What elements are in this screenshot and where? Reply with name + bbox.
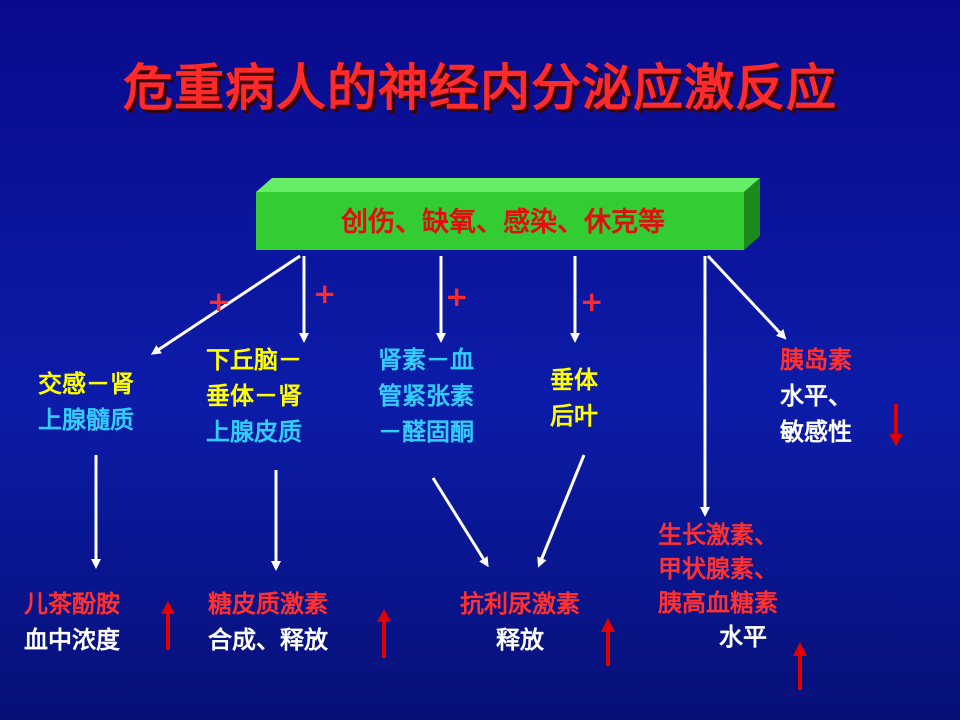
- node-insulin: 胰岛素 水平、 敏感性: [780, 342, 852, 450]
- plus-sign: +: [207, 285, 231, 318]
- plus-sign: +: [445, 280, 469, 313]
- node-line: 下丘脑－: [206, 346, 302, 374]
- up-arrow-icon: [793, 642, 807, 690]
- node-line: 交感－肾: [38, 370, 134, 398]
- arrow-to-sympathetic: [150, 254, 301, 355]
- outcome-line: 生长激素、: [658, 521, 778, 549]
- node-hpa: 下丘脑－ 垂体－肾 上腺皮质: [206, 342, 302, 450]
- arrow-to-insulin: [706, 254, 787, 340]
- outcome-catecholamine: 儿茶酚胺 血中浓度: [24, 586, 120, 658]
- outcome-growth: 生长激素、 甲状腺素、 胰高血糖素 水平: [658, 518, 828, 654]
- node-line: 后叶: [550, 402, 598, 430]
- arrow-pituitary-to-adh: [537, 454, 586, 568]
- outcome-line: 血中浓度: [24, 626, 120, 654]
- node-raas: 肾素－血 管紧张素 －醛固酮: [378, 342, 474, 450]
- cause-box: [256, 178, 760, 250]
- outcome-glucocorticoid: 糖皮质激素 合成、释放: [208, 586, 328, 658]
- node-line: 管紧张素: [378, 382, 474, 410]
- plus-sign: +: [580, 285, 604, 318]
- node-line: 水平、: [780, 382, 852, 410]
- up-arrow-icon: [161, 601, 175, 650]
- outcome-line: 释放: [496, 626, 544, 654]
- node-line: 敏感性: [780, 418, 852, 446]
- node-line: 胰岛素: [780, 346, 852, 374]
- outcome-line: 合成、释放: [208, 626, 328, 654]
- up-arrow-icon: [377, 609, 391, 658]
- node-line: 肾素－血: [378, 346, 474, 374]
- node-line: 上腺皮质: [206, 418, 302, 446]
- outcome-line: 糖皮质激素: [208, 590, 328, 618]
- node-line: 垂体－肾: [206, 382, 302, 410]
- outcome-line: 抗利尿激素: [460, 590, 580, 618]
- outcome-line: 儿茶酚胺: [24, 590, 120, 618]
- node-pituitary: 垂体 后叶: [550, 362, 598, 434]
- arrow-raas-to-adh: [431, 477, 489, 568]
- node-line: 上腺髓质: [38, 406, 134, 434]
- outcome-line: 甲状腺素、: [658, 555, 778, 583]
- cause-label: 创伤、缺氧、感染、休克等: [341, 207, 665, 238]
- page-title: 危重病人的神经内分泌应激反应: [123, 59, 837, 117]
- up-arrow-icon: [601, 618, 615, 666]
- node-line: －醛固酮: [378, 418, 474, 446]
- outcome-line: 水平: [719, 623, 767, 651]
- node-line: 垂体: [550, 366, 598, 394]
- plus-sign: +: [313, 277, 337, 310]
- node-sympathetic: 交感－肾 上腺髓质: [38, 366, 134, 438]
- outcome-adh: 抗利尿激素 释放: [440, 586, 600, 658]
- down-arrow-icon: [889, 404, 903, 446]
- outcome-line: 胰高血糖素: [658, 589, 778, 617]
